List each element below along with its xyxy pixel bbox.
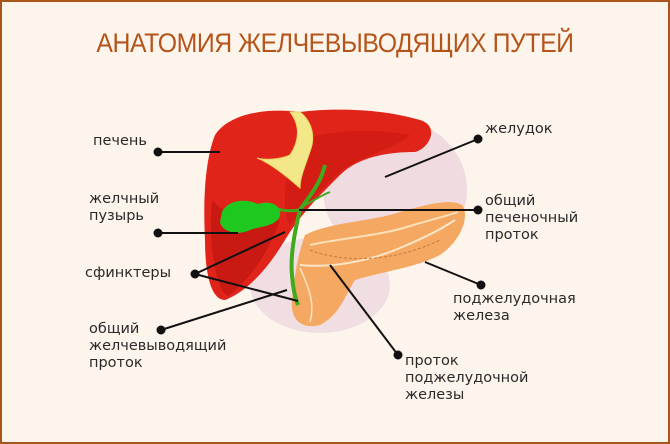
label-gallbladder: желчный пузырь <box>89 191 160 224</box>
label-pancreatic-duct: проток поджелудочной железы <box>405 353 529 403</box>
label-liver: печень <box>93 133 147 149</box>
label-sphincters: сфинктеры <box>85 265 172 281</box>
leader-lines <box>153 134 486 360</box>
label-stomach: желудок <box>485 121 553 137</box>
pancreas-shape <box>291 202 466 327</box>
label-pancreas: поджелудочная железа <box>453 291 576 324</box>
gallbladder-shape <box>220 200 281 233</box>
label-common-bile-duct: общий желчевыводящий проток <box>89 321 227 371</box>
label-common-hepatic-duct: общий печеночный проток <box>485 193 579 243</box>
diagram-title: АНАТОМИЯ ЖЕЛЧЕВЫВОДЯЩИХ ПУТЕЙ <box>96 28 574 58</box>
